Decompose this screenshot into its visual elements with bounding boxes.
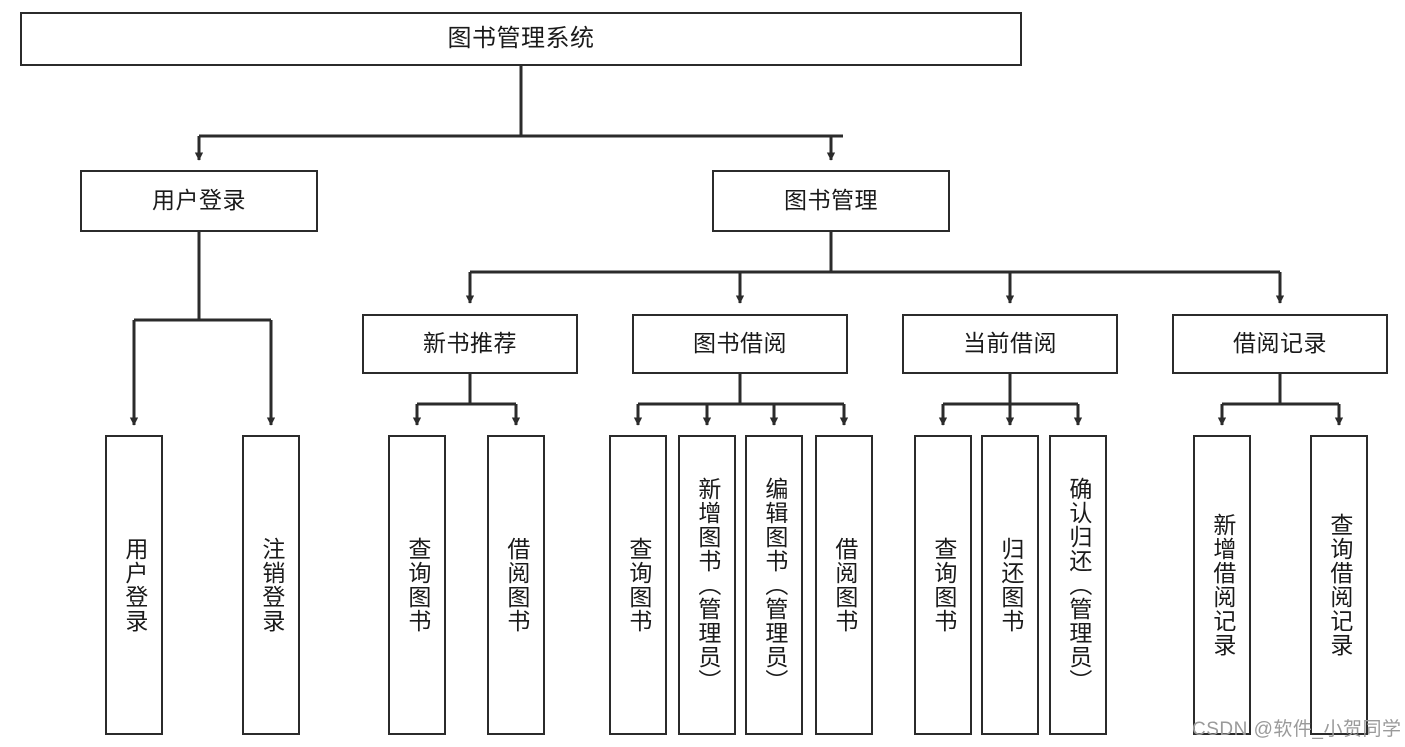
- node-new-book-recommend[interactable]: 新书推荐: [362, 314, 578, 374]
- node-book-manage[interactable]: 图书管理: [712, 170, 950, 232]
- node-leaf-return-book-label: 归还图书: [997, 537, 1024, 633]
- node-leaf-query-book-3-label: 查询图书: [930, 537, 957, 633]
- node-leaf-query-borrow-record-label: 查询借阅记录: [1326, 513, 1353, 657]
- node-leaf-confirm-return-admin[interactable]: 确认归还（管理员）: [1049, 435, 1107, 735]
- node-user-login[interactable]: 用户登录: [80, 170, 318, 232]
- node-leaf-user-login[interactable]: 用户登录: [105, 435, 163, 735]
- node-current-borrow[interactable]: 当前借阅: [902, 314, 1118, 374]
- node-leaf-borrow-book-2-label: 借阅图书: [831, 537, 858, 633]
- node-root-system[interactable]: 图书管理系统: [20, 12, 1022, 66]
- node-new-book-recommend-label: 新书推荐: [423, 330, 517, 357]
- node-book-manage-label: 图书管理: [784, 187, 878, 214]
- node-leaf-add-borrow-record[interactable]: 新增借阅记录: [1193, 435, 1251, 735]
- node-current-borrow-label: 当前借阅: [963, 330, 1057, 357]
- node-leaf-query-borrow-record[interactable]: 查询借阅记录: [1310, 435, 1368, 735]
- node-leaf-query-book-3[interactable]: 查询图书: [914, 435, 972, 735]
- node-leaf-borrow-book-1-label: 借阅图书: [503, 537, 530, 633]
- node-leaf-confirm-return-admin-label: 确认归还（管理员）: [1065, 477, 1092, 693]
- node-leaf-add-borrow-record-label: 新增借阅记录: [1209, 513, 1236, 657]
- node-leaf-return-book[interactable]: 归还图书: [981, 435, 1039, 735]
- node-leaf-query-book-2-label: 查询图书: [625, 537, 652, 633]
- node-leaf-query-book-2[interactable]: 查询图书: [609, 435, 667, 735]
- node-user-login-label: 用户登录: [152, 187, 246, 214]
- node-leaf-borrow-book-2[interactable]: 借阅图书: [815, 435, 873, 735]
- node-root-system-label: 图书管理系统: [447, 24, 595, 52]
- node-borrow-record[interactable]: 借阅记录: [1172, 314, 1388, 374]
- node-leaf-edit-book-admin[interactable]: 编辑图书（管理员）: [745, 435, 803, 735]
- node-leaf-edit-book-admin-label: 编辑图书（管理员）: [761, 477, 788, 693]
- node-borrow-record-label: 借阅记录: [1233, 330, 1327, 357]
- node-book-borrow[interactable]: 图书借阅: [632, 314, 848, 374]
- node-leaf-user-login-label: 用户登录: [121, 537, 148, 633]
- node-leaf-borrow-book-1[interactable]: 借阅图书: [487, 435, 545, 735]
- node-leaf-query-book-1-label: 查询图书: [404, 537, 431, 633]
- node-leaf-logout-label: 注销登录: [258, 537, 285, 633]
- node-book-borrow-label: 图书借阅: [693, 330, 787, 357]
- node-leaf-logout[interactable]: 注销登录: [242, 435, 300, 735]
- node-leaf-add-book-admin-label: 新增图书（管理员）: [694, 477, 721, 693]
- node-leaf-query-book-1[interactable]: 查询图书: [388, 435, 446, 735]
- node-leaf-add-book-admin[interactable]: 新增图书（管理员）: [678, 435, 736, 735]
